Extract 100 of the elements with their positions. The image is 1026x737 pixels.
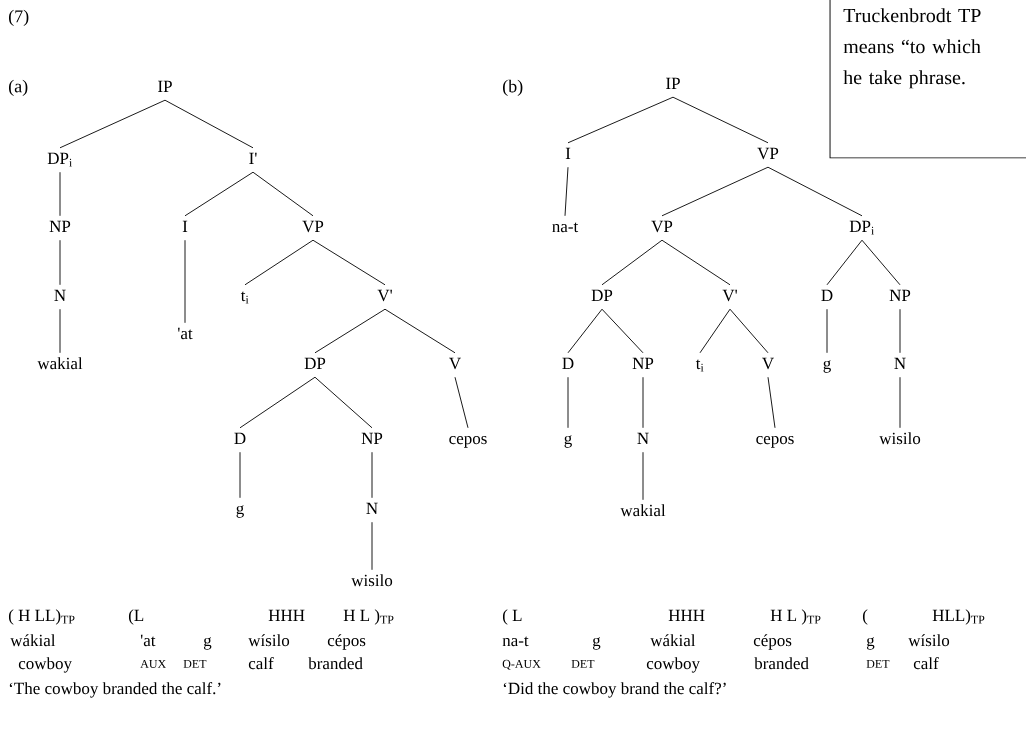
- tree-branch: [244, 239, 314, 286]
- note-box: Truckenbrodt TP means “to which he take phrase.: [829, 0, 1026, 159]
- tree-branch: [699, 308, 731, 354]
- tree-branch: [564, 166, 569, 217]
- tree-label: VP: [302, 220, 324, 233]
- tree-label: VP: [757, 147, 779, 160]
- gloss-text: HLL)$_{TP}$: [932, 609, 985, 625]
- gloss-text: (L: [128, 609, 144, 625]
- tree-branch: [371, 451, 373, 499]
- gloss-text: wísilo: [908, 634, 950, 647]
- tree-branch: [59, 99, 166, 149]
- tree-branch: [861, 239, 901, 286]
- tree-label: g: [564, 435, 572, 448]
- tree-label: DP$_{i}$: [47, 152, 73, 167]
- gloss-text: 'at: [140, 634, 156, 647]
- tree-branch: [899, 376, 901, 429]
- tree-branch: [384, 308, 456, 354]
- gloss-text: g: [203, 637, 212, 650]
- panel-label: (b): [503, 79, 523, 97]
- tree-branch: [567, 376, 569, 429]
- gloss-text: branded: [308, 657, 363, 670]
- tree-branch: [767, 166, 863, 217]
- tree-branch: [239, 451, 241, 499]
- gloss-text: HHH: [268, 609, 305, 621]
- gloss-text: wákial: [10, 634, 56, 647]
- tree-label: 'at: [178, 327, 193, 340]
- gloss-text: Q-AUX: [502, 659, 541, 670]
- tree-label: V': [377, 289, 392, 302]
- tree-label: NP: [49, 220, 71, 232]
- tree-branch: [59, 308, 61, 354]
- tree-label: DP$_{i}$: [849, 220, 875, 235]
- tree-branch: [826, 308, 828, 354]
- tree-label: NP: [889, 289, 911, 301]
- tree-branch: [567, 96, 674, 144]
- tree-branch: [767, 376, 776, 429]
- tree-label: g: [823, 360, 831, 373]
- gloss-text: g: [592, 637, 601, 650]
- tree-branch: [184, 171, 254, 217]
- tree-branch: [661, 166, 769, 217]
- tree-label: IP: [158, 80, 172, 92]
- tree-branch: [312, 239, 386, 286]
- tree-branch: [59, 171, 61, 217]
- gloss-text: ( L: [502, 609, 522, 625]
- tree-branch: [826, 239, 863, 286]
- tree-label: NP: [361, 432, 383, 444]
- tree-label: t$_{i}$: [240, 291, 249, 304]
- gloss-text: cépos: [753, 634, 792, 650]
- tree-label: wisilo: [879, 432, 921, 445]
- tree-label: V': [722, 289, 737, 302]
- gloss-text: DET: [866, 659, 890, 668]
- tree-branch: [642, 376, 644, 429]
- gloss-text: DET: [183, 659, 207, 668]
- tree-label: g: [236, 505, 244, 518]
- tree-label: VP: [651, 220, 673, 233]
- example-number: (7): [9, 9, 29, 27]
- tree-branch: [454, 376, 469, 429]
- tree-label: D: [562, 357, 574, 370]
- tree-branch: [567, 308, 603, 354]
- tree-branch: [729, 308, 769, 354]
- tree-label: wisilo: [351, 574, 393, 587]
- tree-label: DP: [304, 357, 326, 370]
- gloss-text: H L )$_{TP}$: [343, 609, 394, 625]
- tree-branch: [601, 239, 663, 286]
- gloss-text: HHH: [668, 609, 705, 621]
- tree-branch: [642, 451, 644, 501]
- tree-label: wakial: [37, 357, 83, 370]
- tree-label: cepos: [756, 436, 794, 448]
- tree-label: V: [449, 357, 461, 370]
- tree-branch: [371, 521, 373, 571]
- tree-label: I: [182, 220, 188, 232]
- tree-label: wakial: [620, 504, 666, 517]
- gloss-text: DET: [571, 659, 595, 668]
- tree-label: N: [54, 289, 66, 301]
- gloss-text: cowboy: [18, 657, 72, 673]
- tree-label: t$_{i}$: [695, 359, 704, 372]
- gloss-text: na-t: [502, 636, 529, 647]
- gloss-text: ‘The cowboy branded the calf.’: [9, 682, 221, 698]
- gloss-text: calf: [248, 657, 274, 670]
- tree-branch: [184, 239, 186, 324]
- tree-label: D: [234, 432, 246, 445]
- tree-branch: [899, 308, 901, 354]
- tree-label: N: [637, 432, 649, 444]
- tree-label: N: [366, 502, 378, 514]
- tree-branch: [239, 376, 316, 429]
- tree-branch: [672, 96, 769, 144]
- gloss-text: cépos: [327, 634, 366, 650]
- gloss-text: AUX: [140, 659, 166, 668]
- tree-label: NP: [632, 357, 654, 369]
- gloss-text: (: [862, 609, 868, 625]
- tree-branch: [252, 171, 314, 217]
- gloss-text: ‘Did the cowboy brand the calf?’: [503, 682, 726, 698]
- gloss-text: cowboy: [646, 657, 700, 673]
- tree-label: D: [821, 289, 833, 302]
- tree-label: DP: [591, 289, 613, 302]
- tree-label: I: [565, 147, 571, 159]
- gloss-text: branded: [754, 657, 809, 670]
- tree-label: na-t: [552, 222, 579, 233]
- panel-label: (a): [9, 79, 28, 97]
- tree-branch: [59, 239, 61, 286]
- gloss-text: wísilo: [248, 634, 290, 647]
